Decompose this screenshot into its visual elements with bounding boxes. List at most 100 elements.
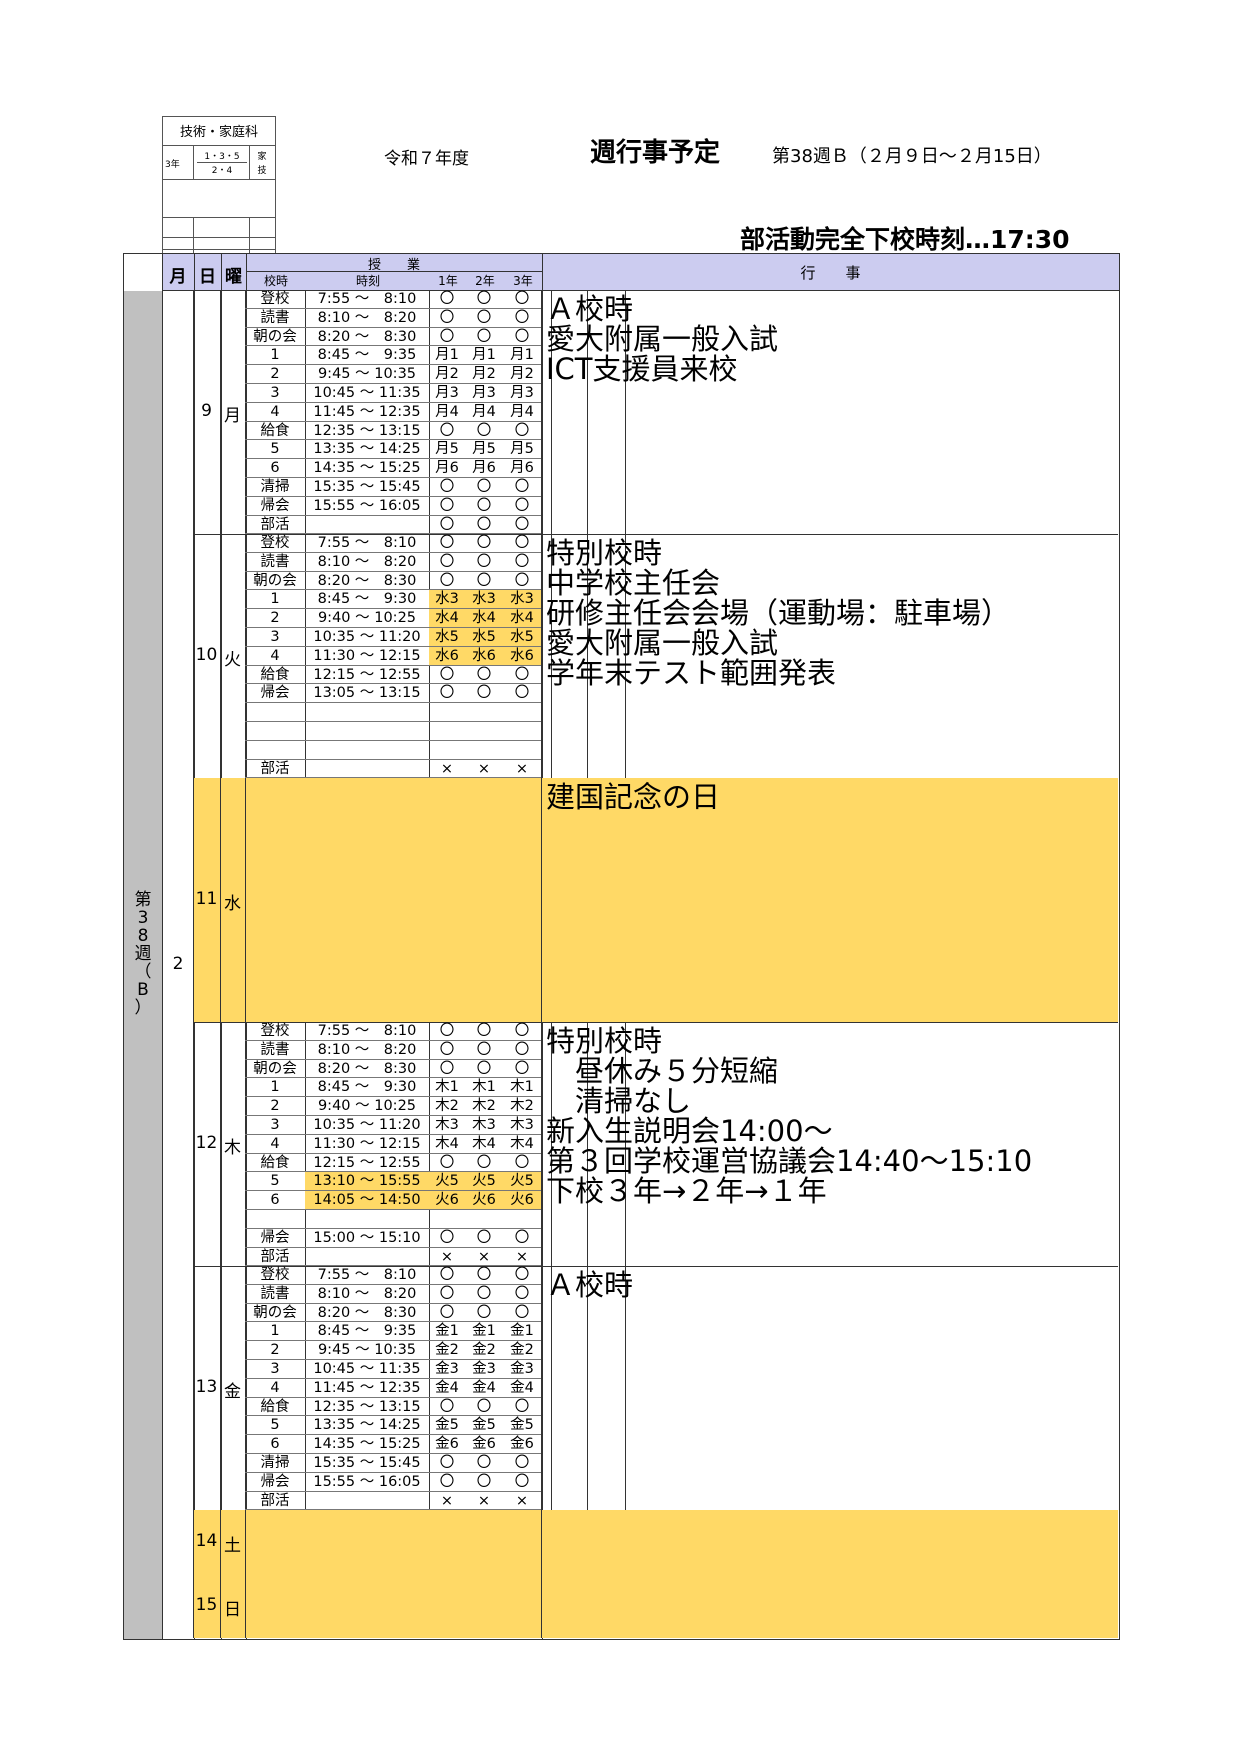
period-label: 2 (270, 1098, 280, 1115)
period-label: 部活 (260, 1492, 290, 1509)
day-of-week: 月 (224, 406, 241, 426)
period-label: 2 (270, 366, 280, 383)
period-label: 登校 (260, 291, 290, 307)
holiday-block (193, 778, 1118, 1022)
divider (305, 1022, 306, 1267)
grade1-cell: 〇 (439, 479, 455, 495)
grade3-cell: 水5 (503, 628, 541, 646)
grade3-cell: 〇 (514, 309, 530, 326)
grade3-cell: × (515, 760, 529, 777)
divider (193, 217, 194, 261)
grade3-cell: 〇 (514, 572, 530, 589)
day-of-week: 金 (224, 1382, 241, 1402)
col-day: 日 (199, 267, 216, 287)
time-range: 15:55 ～ 16:05 (313, 497, 421, 514)
grade2-cell: 〇 (476, 535, 492, 551)
divider (429, 1266, 430, 1511)
period-label: 給食 (260, 1398, 290, 1415)
time-range: 15:35 ～ 15:45 (313, 479, 421, 495)
grade1-cell: 〇 (439, 516, 455, 533)
subject-grade: 3年 (165, 160, 180, 170)
period-label: 帰会 (260, 685, 290, 702)
time-range: 10:45 ～ 11:35 (313, 385, 421, 401)
time-range: 9:45 ～ 10:35 (317, 366, 417, 383)
divider (245, 1266, 246, 1510)
divider (249, 217, 250, 261)
grade1-cell: 月1 (435, 347, 459, 364)
time-range: 8:10 ～ 8:20 (317, 1041, 417, 1058)
grade2-cell: 水3 (465, 590, 503, 609)
day-number: 11 (195, 889, 218, 909)
period-label: 帰会 (260, 1473, 290, 1490)
grade2-cell: 月4 (472, 403, 496, 420)
time-range: 8:20 ～ 8:30 (317, 572, 417, 589)
divider (193, 290, 194, 534)
week-range: 第38週Ｂ（２月９日～２月15日） (772, 146, 1052, 167)
grade1-cell: 〇 (439, 1398, 455, 1415)
timetable-row: 部活××× (245, 1248, 541, 1267)
grade3-cell: 金4 (510, 1379, 534, 1396)
divider (220, 1022, 221, 1266)
divider (625, 1266, 626, 1511)
grade2-cell: 〇 (476, 479, 492, 495)
grade3-cell: 月1 (510, 347, 534, 364)
time-range: 14:35 ～ 15:25 (313, 1436, 421, 1453)
divider (193, 778, 194, 1022)
divider (246, 271, 542, 272)
divider (193, 1022, 194, 1266)
period-label: 4 (270, 1135, 280, 1152)
divider (429, 1022, 430, 1267)
time-range: 7:55 ～ 8:10 (317, 1023, 417, 1039)
divider (541, 778, 542, 1022)
divider (220, 1574, 221, 1638)
time-range: 12:35 ～ 13:15 (313, 422, 421, 439)
period-label: 給食 (260, 1154, 290, 1171)
time-range: 8:10 ～ 8:20 (317, 1285, 417, 1302)
grade2-cell: 〇 (476, 1304, 492, 1321)
divider (587, 1022, 588, 1267)
day-of-week: 水 (224, 894, 241, 914)
divider (541, 290, 542, 534)
grade1-cell: 月2 (435, 366, 459, 383)
grade3-cell: 〇 (514, 685, 530, 702)
time-range: 13:35 ～ 14:25 (313, 1417, 421, 1434)
divider (162, 254, 163, 1639)
time-range: 11:30 ～ 12:15 (313, 1135, 421, 1152)
grade3-cell: 〇 (514, 1267, 530, 1283)
divider (245, 1574, 246, 1638)
grade2-cell: 〇 (476, 666, 492, 683)
time-range: 11:30 ～ 12:15 (313, 647, 421, 664)
divider (245, 1022, 246, 1266)
time-range: 8:10 ～ 8:20 (317, 309, 417, 326)
grade1-cell: 金1 (435, 1323, 459, 1340)
grade1-cell: 水4 (429, 609, 465, 628)
grade1-cell: 金4 (435, 1379, 459, 1396)
grade2-cell: 水4 (465, 609, 503, 628)
grade3-cell: 〇 (514, 1455, 530, 1471)
time-range: 7:55 ～ 8:10 (317, 1267, 417, 1283)
grade3-cell: 金1 (510, 1323, 534, 1340)
period-label: 部活 (260, 1248, 290, 1265)
period-label: 朝の会 (253, 1060, 297, 1077)
day-number: 12 (195, 1133, 218, 1153)
time-range: 14:05 ～ 14:50 (305, 1191, 429, 1210)
divider (220, 778, 221, 1022)
period-label: 3 (270, 1117, 280, 1133)
divider (305, 534, 306, 779)
divider (625, 290, 626, 535)
subject-tag-b: 技 (257, 166, 267, 176)
grade2-cell: 〇 (476, 1023, 492, 1039)
divider (541, 1022, 542, 1266)
divider (551, 1022, 552, 1267)
grade1-cell: 火6 (429, 1191, 465, 1210)
period-label: 4 (270, 1379, 280, 1396)
divider (163, 249, 275, 250)
